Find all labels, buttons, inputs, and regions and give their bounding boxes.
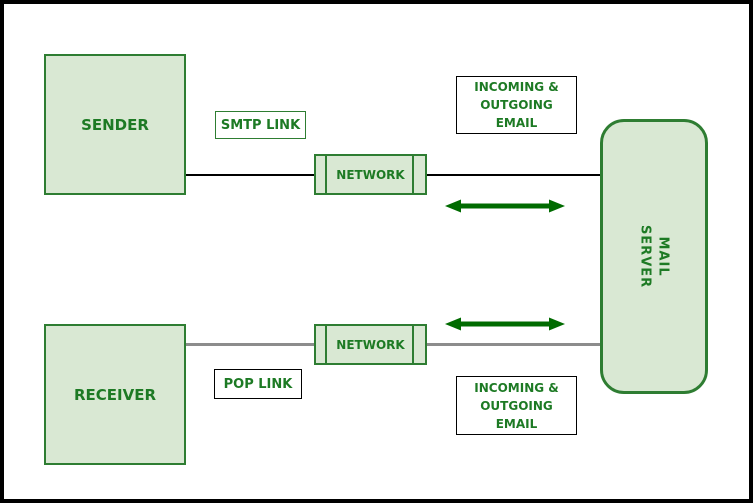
network-node-bottom: NETWORK bbox=[314, 324, 427, 365]
pop-link-label-box: POP LINK bbox=[214, 369, 302, 399]
receiver-label: RECEIVER bbox=[73, 385, 157, 404]
incoming-outgoing-email-box-top: INCOMING & OUTGOING EMAIL bbox=[456, 76, 577, 134]
network-left-band bbox=[325, 324, 327, 365]
double-arrow-icon-bottom bbox=[445, 316, 565, 332]
network-right-band bbox=[412, 154, 414, 195]
connector-sender-network bbox=[186, 174, 314, 176]
connector-network-mailserver-bottom bbox=[427, 343, 600, 346]
incoming-outgoing-email-box-bottom: INCOMING & OUTGOING EMAIL bbox=[456, 376, 577, 435]
smtp-link-label: SMTP LINK bbox=[220, 117, 301, 133]
network-node-top: NETWORK bbox=[314, 154, 427, 195]
incoming-outgoing-email-bottom-label: INCOMING & OUTGOING EMAIL bbox=[474, 380, 559, 431]
connector-receiver-network bbox=[186, 343, 314, 346]
incoming-outgoing-email-top-label: INCOMING & OUTGOING EMAIL bbox=[474, 80, 559, 130]
network-bottom-label: NETWORK bbox=[336, 337, 405, 352]
connector-network-mailserver-top bbox=[427, 174, 600, 176]
pop-link-label: POP LINK bbox=[223, 376, 293, 392]
mail-server-node: MAIL SERVER bbox=[600, 119, 708, 394]
sender-node: SENDER bbox=[44, 54, 186, 195]
network-right-band bbox=[412, 324, 414, 365]
double-arrow-icon-top bbox=[445, 198, 565, 214]
mail-server-label: MAIL SERVER bbox=[638, 224, 671, 289]
sender-label: SENDER bbox=[81, 115, 149, 134]
network-top-label: NETWORK bbox=[336, 167, 405, 182]
smtp-link-label-box: SMTP LINK bbox=[215, 111, 306, 139]
receiver-node: RECEIVER bbox=[44, 324, 186, 465]
network-left-band bbox=[325, 154, 327, 195]
